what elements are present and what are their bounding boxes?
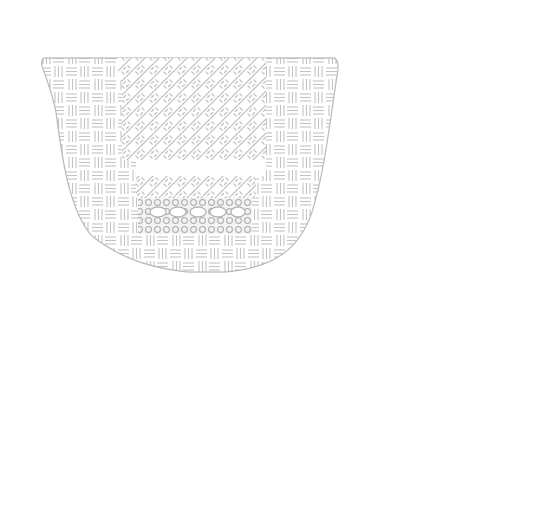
upper-panel-top-strip	[118, 58, 266, 80]
panel-gap	[136, 160, 266, 176]
dotted-band-beads	[149, 206, 246, 218]
upper-panel-shape	[122, 80, 266, 160]
lower-band-shape	[136, 176, 256, 198]
